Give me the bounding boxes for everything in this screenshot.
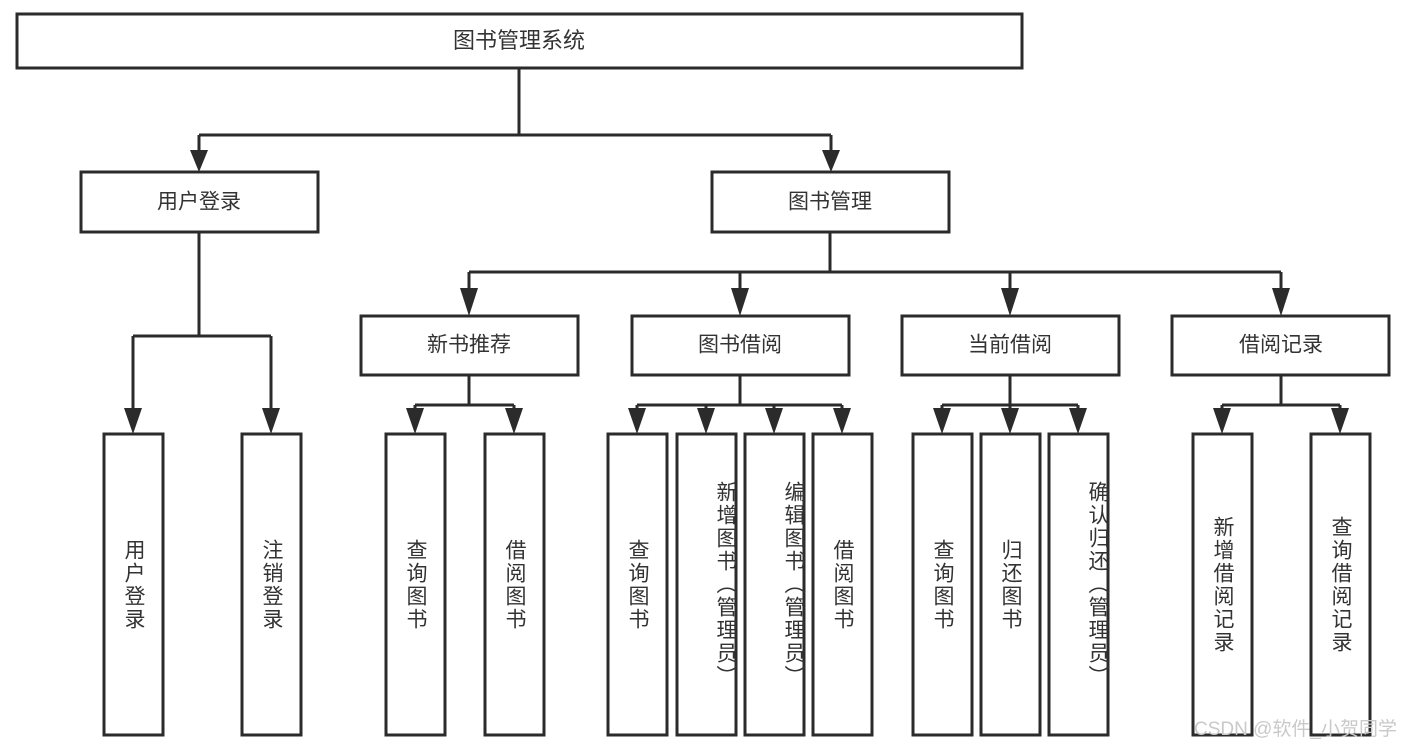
leaf-query-book-3-box[interactable] (911, 432, 974, 737)
arrow-to-new-book-recommend (460, 288, 478, 316)
connector-newbook-to-leaves (406, 375, 523, 434)
new-book-recommend-label: 新书推荐 (427, 334, 511, 357)
leaf-borrow-book-2-box[interactable] (811, 432, 874, 737)
arrow-to-book-management (822, 150, 840, 172)
leaf-add-book-box[interactable] (675, 432, 738, 737)
connector-root-to-level2 (190, 68, 840, 172)
arrow-to-user-login (190, 150, 208, 172)
arrow-to-leaf-edit-book (765, 408, 783, 434)
arrow-to-leaf-borrow-book-2 (833, 408, 851, 434)
arrow-to-leaf-query-book-3 (933, 408, 951, 434)
arrow-to-leaf-add-record (1213, 408, 1231, 434)
node-book-borrow[interactable]: 图书借阅 (630, 314, 851, 377)
leaf-logout-login-box[interactable] (240, 432, 303, 737)
leaf-return-book-box[interactable] (979, 432, 1042, 737)
arrow-to-leaf-logout-login (262, 408, 280, 434)
arrow-to-leaf-query-record (1331, 408, 1349, 434)
arrow-to-leaf-add-book (697, 408, 715, 434)
book-management-label: 图书管理 (788, 191, 872, 214)
node-book-management[interactable]: 图书管理 (710, 170, 951, 234)
connector-currentborrow-to-leaves (933, 375, 1087, 434)
leaf-edit-book-box[interactable] (743, 432, 806, 737)
new-book-recommend-box[interactable] (359, 314, 580, 377)
connector-bookborrow-to-leaves (628, 375, 851, 434)
node-current-borrow[interactable]: 当前借阅 (900, 314, 1121, 377)
leaf-add-record-box[interactable] (1191, 432, 1254, 737)
leaf-query-record-box[interactable] (1309, 432, 1372, 737)
arrow-to-leaf-query-book-1 (406, 408, 424, 434)
leaf-confirm-return-box[interactable] (1047, 432, 1110, 737)
arrow-to-current-borrow (1001, 288, 1019, 316)
leaf-query-book-2-box[interactable] (606, 432, 669, 737)
connector-borrowrecord-to-leaves (1213, 375, 1349, 434)
arrow-to-leaf-user-login (124, 408, 142, 434)
node-borrow-record[interactable]: 借阅记录 (1170, 314, 1391, 377)
book-borrow-label: 图书借阅 (698, 334, 782, 357)
current-borrow-label: 当前借阅 (968, 334, 1052, 357)
leaf-query-book-1-box[interactable] (384, 432, 447, 737)
user-login-label: 用户登录 (157, 191, 241, 214)
user-login-box[interactable] (79, 170, 320, 234)
node-root-system[interactable]: 图书管理系统 (15, 12, 1024, 70)
leaf-user-login-box[interactable] (102, 432, 165, 737)
root-system-label: 图书管理系统 (453, 28, 585, 53)
current-borrow-box[interactable] (900, 314, 1121, 377)
connector-userlogin-to-leaves (124, 232, 280, 434)
connector-bookmgmt-to-level3 (460, 232, 1290, 316)
arrow-to-leaf-borrow-book-1 (505, 408, 523, 434)
root-system-box[interactable] (15, 12, 1024, 70)
node-new-book-recommend[interactable]: 新书推荐 (359, 314, 580, 377)
arrow-to-leaf-confirm-return (1069, 408, 1087, 434)
arrow-to-book-borrow (731, 288, 749, 316)
arrow-to-leaf-query-book-2 (628, 408, 646, 434)
arrow-to-borrow-record (1272, 288, 1290, 316)
leaf-borrow-book-1-box[interactable] (483, 432, 546, 737)
csdn-watermark: CSDN @软件_小贺同学 (1194, 719, 1397, 740)
borrow-record-label: 借阅记录 (1239, 334, 1323, 357)
arrow-to-leaf-return-book (1001, 408, 1019, 434)
node-user-login[interactable]: 用户登录 (79, 170, 320, 234)
